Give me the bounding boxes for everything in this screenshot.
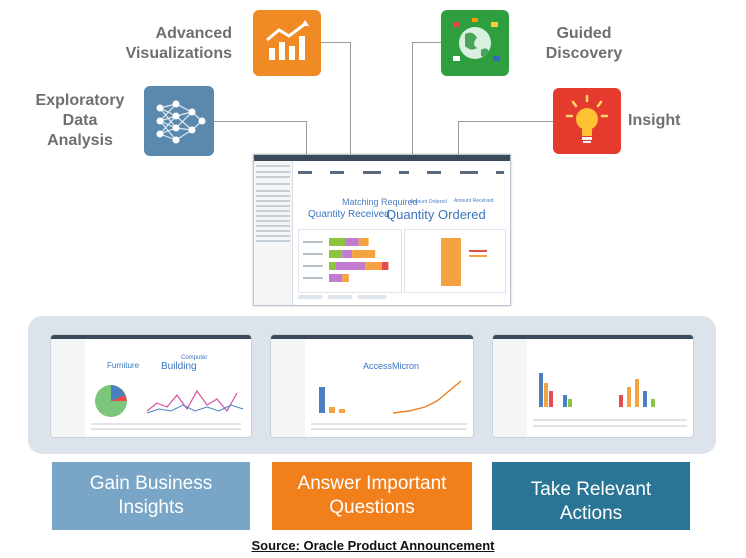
- screenshot-relevant-actions: [492, 334, 694, 438]
- connector-insight-drop: [458, 121, 459, 154]
- bar-segment: [335, 262, 366, 270]
- screenshot-business-insights: Furniture Building Computer: [50, 334, 252, 438]
- growth-line-chart: [392, 380, 462, 414]
- metrics-row: [298, 171, 504, 183]
- footer-buttons: [298, 295, 504, 300]
- connector-visualizations-drop: [350, 42, 351, 154]
- tile-answer-important-questions-label: Answer Important Questions: [297, 473, 447, 518]
- bar-segment: [342, 274, 349, 282]
- guided-discovery-tile: [441, 10, 509, 76]
- label-insight: Insight: [628, 112, 681, 129]
- column-chart-panel: [404, 229, 506, 293]
- connector-discovery: [412, 42, 441, 43]
- label-guided-discovery: Guided Discovery: [545, 25, 623, 62]
- advanced-visualizations-tile: [253, 10, 321, 76]
- tag-amount-ordered[interactable]: Amount Ordered: [410, 199, 447, 205]
- grouped-bar-chart: [619, 379, 655, 407]
- stacked-bar-chart: [303, 238, 389, 282]
- tile-gain-business-insights-label: Gain Business Insights: [89, 473, 213, 518]
- label-advanced-visualizations: Advanced Visualizations: [125, 25, 232, 62]
- pie-chart: [95, 385, 127, 417]
- connector-analysis: [214, 121, 306, 122]
- bar-chart-small: [319, 387, 345, 413]
- source-caption: Source: Oracle Product Announcement: [251, 538, 495, 553]
- column-bar: [441, 238, 461, 286]
- lightbulb-icon: [565, 94, 609, 143]
- bar-segment: [329, 238, 346, 246]
- tag-matching-required[interactable]: Matching Required: [342, 197, 418, 207]
- tag-quantity-received[interactable]: Quantity Received: [308, 209, 390, 220]
- bar-row-label: [303, 253, 323, 255]
- tag-building[interactable]: Building: [161, 361, 197, 372]
- bar-chart-panel: [298, 229, 402, 293]
- bar-segment: [329, 274, 343, 282]
- exploratory-analysis-tile: [144, 86, 214, 156]
- bar-segment: [329, 262, 336, 270]
- tag-computer[interactable]: Computer: [181, 355, 208, 361]
- bar-segment: [345, 238, 359, 246]
- tag-accessmicron[interactable]: AccessMicron: [363, 361, 420, 371]
- bar-row-label: [303, 265, 323, 267]
- bar-segment: [329, 250, 343, 258]
- tile-take-relevant-actions-label: Take Relevant Actions: [530, 479, 652, 524]
- multi-bar-chart: [539, 373, 572, 407]
- line-chart: [146, 389, 244, 414]
- bar-segment: [352, 250, 376, 258]
- bar-segment: [381, 262, 389, 270]
- label-exploratory-data-analysis: Exploratory Data Analysis: [35, 92, 125, 149]
- central-dashboard-screenshot: ORACLE Matching Required Amount: [253, 154, 511, 306]
- bar-segment: [342, 250, 353, 258]
- tag-furniture[interactable]: Furniture: [107, 361, 140, 370]
- bar-segment: [358, 238, 369, 246]
- insight-tile: [553, 88, 621, 154]
- bar-chart-trend-icon: [266, 20, 309, 60]
- dashboard-sidebar: [254, 161, 293, 305]
- tile-gain-business-insights: Gain Business Insights: [52, 462, 250, 530]
- screenshot-important-questions: AccessMicron: [270, 334, 474, 438]
- tile-take-relevant-actions: Take Relevant Actions: [492, 462, 690, 530]
- tile-answer-important-questions: Answer Important Questions: [272, 462, 472, 530]
- connector-insight: [458, 121, 553, 122]
- connector-visualizations: [321, 42, 350, 43]
- tag-quantity-ordered[interactable]: Quantity Ordered: [386, 207, 486, 222]
- tag-amount-received[interactable]: Amount Received: [454, 198, 494, 204]
- connector-analysis-drop: [306, 121, 307, 154]
- tag-cloud: Matching Required Amount Ordered Amount …: [298, 191, 504, 227]
- bar-segment: [365, 262, 382, 270]
- bar-row-label: [303, 241, 323, 243]
- globe-icon: [453, 18, 500, 61]
- connector-discovery-drop: [412, 42, 413, 154]
- bar-row-label: [303, 277, 323, 279]
- neural-network-icon: [156, 100, 206, 144]
